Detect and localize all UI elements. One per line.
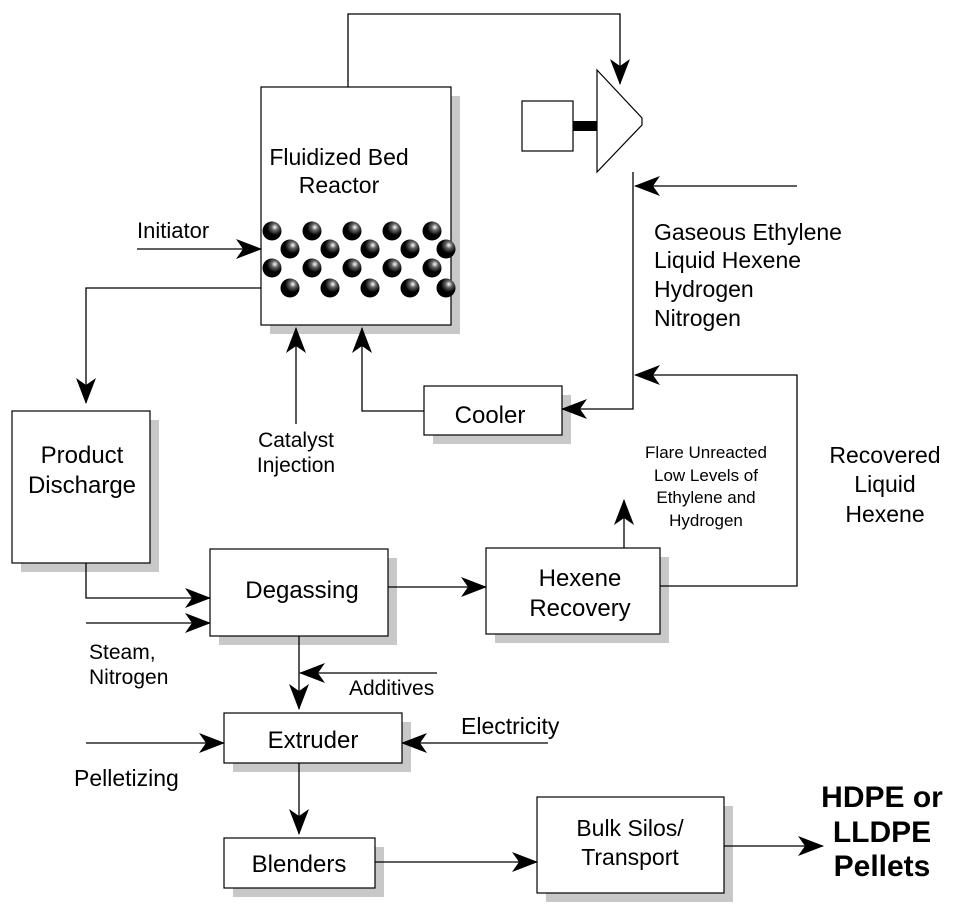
blenders-box xyxy=(223,837,384,897)
particle xyxy=(262,258,282,278)
reactor-label-1: Fluidized Bed xyxy=(269,144,408,170)
hexene-recovery-label-2: Recovery xyxy=(529,595,630,622)
blenders-label: Blenders xyxy=(252,851,347,878)
feed-label-3: Hydrogen xyxy=(654,276,754,302)
extruder-box xyxy=(223,712,411,772)
compressor-to-cooler-line xyxy=(561,172,634,419)
cooler-label: Cooler xyxy=(455,402,526,429)
discharge-to-degassing-line xyxy=(85,563,211,608)
particle xyxy=(302,258,322,278)
additives-label: Additives xyxy=(349,677,434,700)
bulk-silos-box xyxy=(536,796,733,902)
cooler-box xyxy=(423,385,571,444)
catalyst-label-2: Injection xyxy=(257,454,335,477)
particle xyxy=(436,278,456,298)
output-label-3: Pellets xyxy=(834,850,931,883)
feed-label-1: Gaseous Ethylene xyxy=(654,219,842,245)
particle xyxy=(280,278,300,298)
flare-label-2: Low Levels of xyxy=(654,466,758,485)
degassing-box xyxy=(209,548,397,645)
pelletizing-label: Pelletizing xyxy=(74,765,179,791)
product-discharge-label-2: Discharge xyxy=(28,472,136,499)
particle xyxy=(262,221,282,241)
particle xyxy=(320,278,340,298)
recovered-label-1: Recovered xyxy=(829,442,940,468)
recovered-label-2: Liquid xyxy=(854,471,915,497)
feed-label-2: Liquid Hexene xyxy=(654,247,801,273)
recovered-hexene-line xyxy=(634,365,798,587)
product-discharge-box xyxy=(11,410,159,572)
particle xyxy=(342,221,362,241)
output-label-1: HDPE or xyxy=(821,781,943,814)
initiator-label: Initiator xyxy=(137,218,209,243)
particle xyxy=(302,221,322,241)
reactor-to-compressor-line xyxy=(347,13,630,87)
particle xyxy=(422,258,442,278)
bulk-silos-label-2: Transport xyxy=(581,844,679,870)
cooler-to-reactor-line xyxy=(352,327,424,412)
reactor-to-discharge-line xyxy=(76,287,261,404)
particle xyxy=(342,258,362,278)
flare-label-3: Ethylene and xyxy=(656,488,755,507)
particle xyxy=(422,221,442,241)
bulk-silos-label-1: Bulk Silos/ xyxy=(576,815,684,841)
particle xyxy=(400,278,420,298)
output-label-2: LLDPE xyxy=(833,816,931,849)
catalyst-label-1: Catalyst xyxy=(258,429,334,452)
steam-label-1: Steam, xyxy=(89,641,156,664)
hexene-recovery-box xyxy=(485,547,669,643)
electricity-label: Electricity xyxy=(461,713,560,739)
particle xyxy=(382,221,402,241)
particle xyxy=(400,239,420,259)
recovered-label-3: Hexene xyxy=(845,501,924,527)
product-discharge-label-1: Product xyxy=(41,442,124,469)
steam-label-2: Nitrogen xyxy=(89,666,168,689)
particle xyxy=(320,239,340,259)
flare-label-1: Flare Unreacted xyxy=(645,443,767,462)
particle xyxy=(360,239,380,259)
particle xyxy=(280,239,300,259)
particle xyxy=(382,258,402,278)
hexene-recovery-label-1: Hexene xyxy=(539,565,622,592)
compressor-icon xyxy=(521,68,643,174)
degassing-label: Degassing xyxy=(245,577,358,604)
fluidized-bed-particles xyxy=(262,221,456,299)
reactor-label-2: Reactor xyxy=(299,172,380,198)
particle xyxy=(436,239,456,259)
extruder-label: Extruder xyxy=(268,727,359,754)
feed-label-4: Nitrogen xyxy=(654,305,741,331)
particle xyxy=(360,278,380,298)
flare-label-4: Hydrogen xyxy=(669,511,743,530)
